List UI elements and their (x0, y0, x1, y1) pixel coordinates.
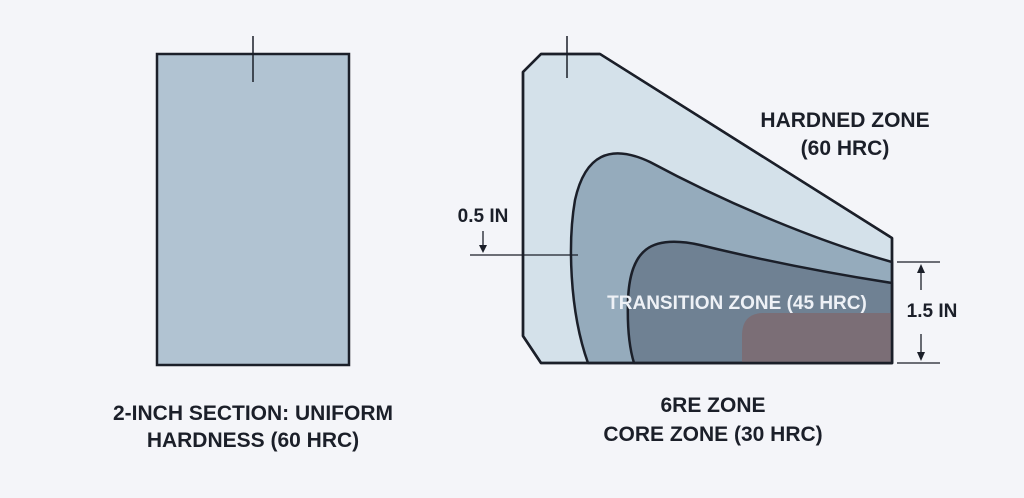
core-zone-caption-line2: CORE ZONE (30 HRC) (603, 423, 822, 446)
uniform-section-caption-line2: HARDNESS (60 HRC) (147, 429, 359, 452)
core-zone-region (742, 313, 892, 363)
shallow-depth-arrowhead (479, 245, 487, 253)
deep-depth-upper-arrowhead (917, 264, 925, 273)
deep-depth-lower-arrowhead (917, 352, 925, 361)
shallow-depth-label: 0.5 IN (458, 206, 509, 227)
tapered-section-outline (521, 52, 894, 365)
uniform-section-caption-line1: 2-INCH SECTION: UNIFORM (113, 402, 393, 425)
uniform-section-block (155, 52, 351, 367)
hardened-zone-label-line2: (60 HRC) (801, 137, 890, 160)
core-zone-caption-line1: 6RE ZONE (660, 394, 765, 417)
deep-depth-label: 1.5 IN (907, 301, 958, 322)
transition-zone-label: TRANSITION ZONE (45 HRC) (607, 293, 867, 314)
hardened-zone-label-line1: HARDNED ZONE (760, 109, 929, 132)
